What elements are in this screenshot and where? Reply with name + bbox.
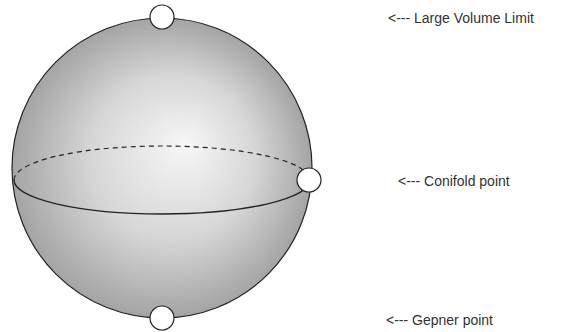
equator-front xyxy=(14,180,310,214)
annotation-label: <--- Gepner point xyxy=(386,312,493,328)
annotation-label: <--- Conifold point xyxy=(398,173,510,189)
point-marker xyxy=(150,5,174,29)
sphere xyxy=(12,18,312,318)
annotation-label: <--- Large Volume Limit xyxy=(388,10,534,26)
point-marker xyxy=(150,306,174,330)
equator-back xyxy=(14,146,310,180)
point-marker xyxy=(297,168,321,192)
